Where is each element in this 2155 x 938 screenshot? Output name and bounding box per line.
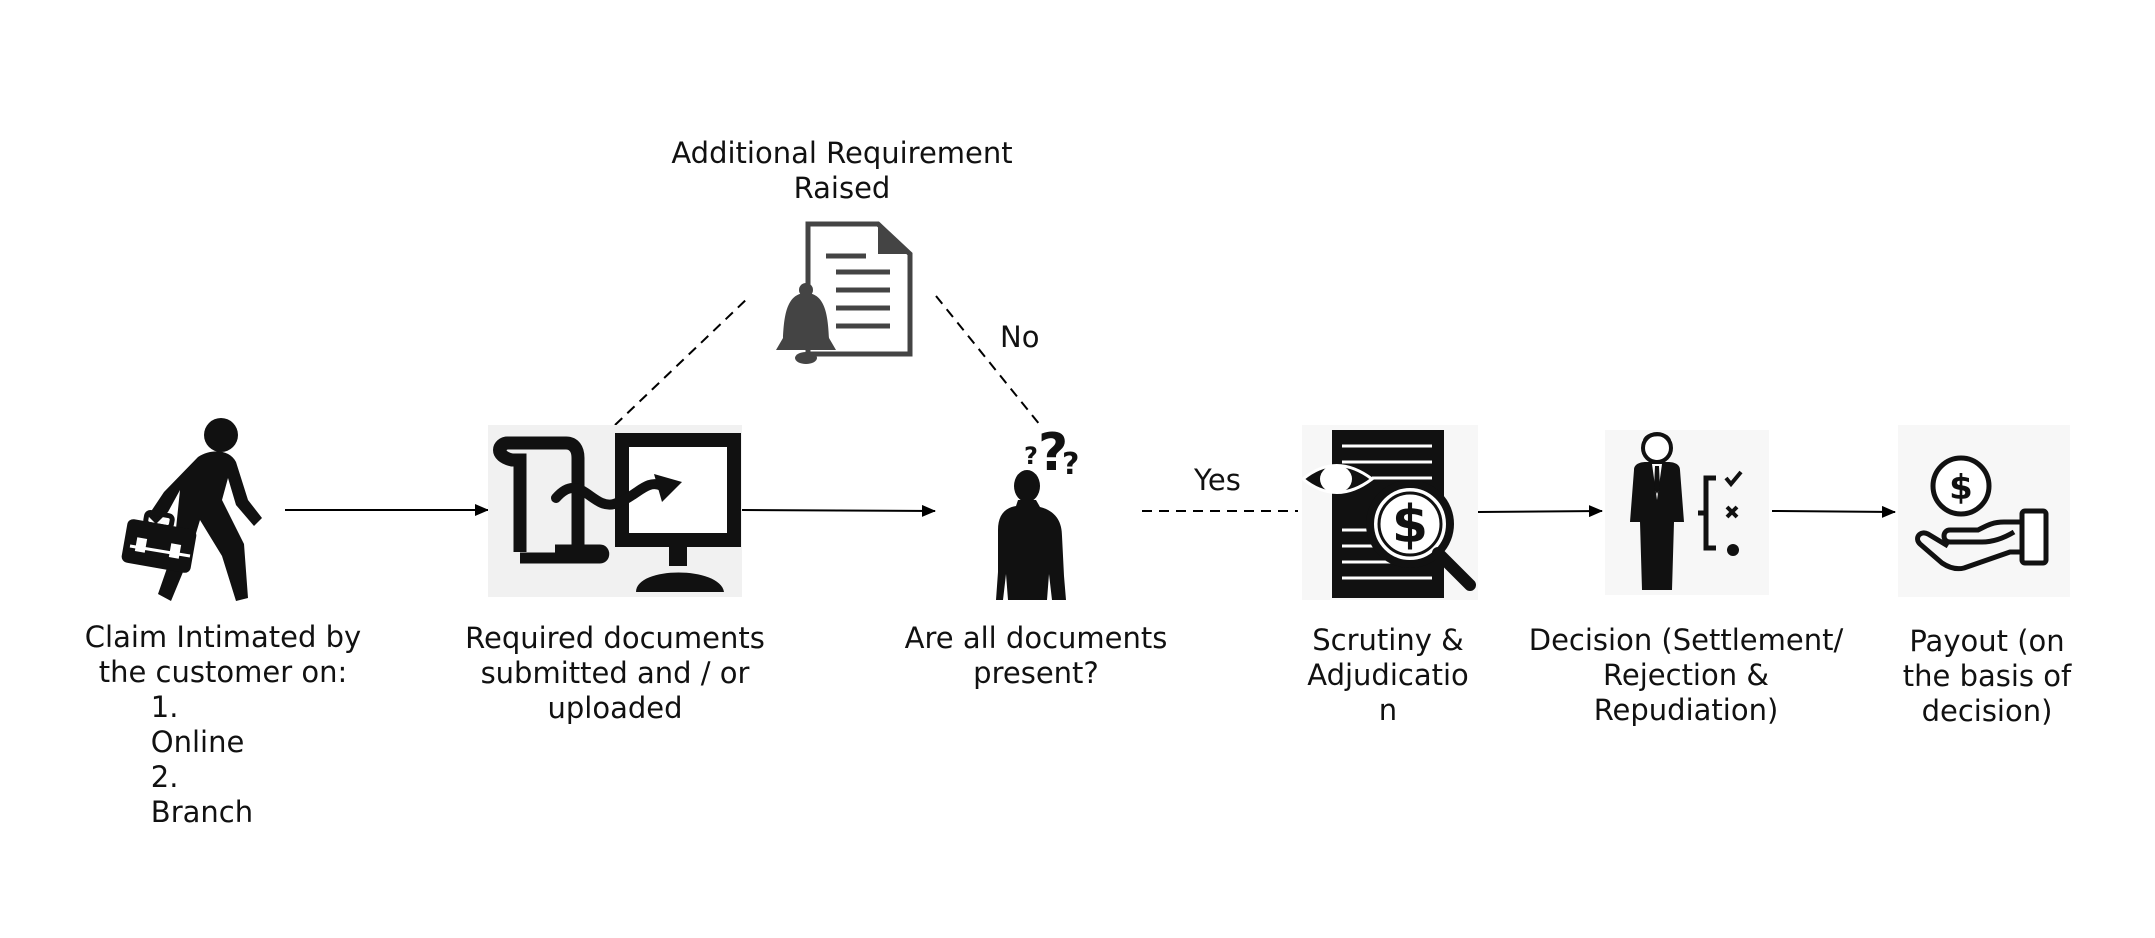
list-item: 2.Branch	[150, 760, 254, 829]
svg-text:$: $	[1949, 468, 1973, 508]
arrow-documents-to-check	[741, 504, 936, 517]
payout-hand-icon: $	[1898, 425, 2070, 597]
confused-person-icon: ? ? ?	[996, 423, 1079, 600]
step-documents-submitted-label: Required documents submitted and / or up…	[465, 621, 765, 725]
step-payout-label: Payout (on the basis of decision)	[1902, 624, 2072, 728]
intimation-channel-list: 1.Online 2.Branch	[151, 690, 361, 830]
step-documents-check-label: Are all documents present?	[904, 621, 1168, 690]
step-scrutiny-label: Scrutiny & Adjudicatio n	[1307, 623, 1469, 727]
walking-businessman-icon	[121, 418, 262, 601]
svg-text:?: ?	[1024, 442, 1038, 470]
step-decision-label: Decision (Settlement/ Rejection & Repudi…	[1528, 623, 1844, 727]
arrow-decision-to-payout	[1771, 505, 1896, 518]
list-item: 1.Online	[150, 690, 245, 759]
decision-maker-icon	[1605, 430, 1769, 595]
dashed-connector-no	[935, 295, 1041, 426]
document-scrutiny-icon: $	[1300, 425, 1478, 600]
question-marks-icon: ?	[1038, 423, 1068, 483]
documents-to-monitor-upload-icon	[488, 425, 742, 597]
arrow-scrutiny-to-decision	[1477, 505, 1603, 518]
yes-label: Yes	[1194, 463, 1241, 497]
document-bell-icon	[776, 221, 913, 364]
step-claim-intimation-label: Claim Intimated by the customer on: 1.On…	[84, 620, 362, 830]
svg-text:$: $	[1392, 495, 1428, 555]
no-label: No	[1000, 320, 1040, 354]
svg-text:?: ?	[1062, 447, 1079, 482]
dashed-connector-to-requirement	[614, 295, 751, 426]
additional-requirement-label: Additional Requirement Raised	[671, 136, 1013, 205]
